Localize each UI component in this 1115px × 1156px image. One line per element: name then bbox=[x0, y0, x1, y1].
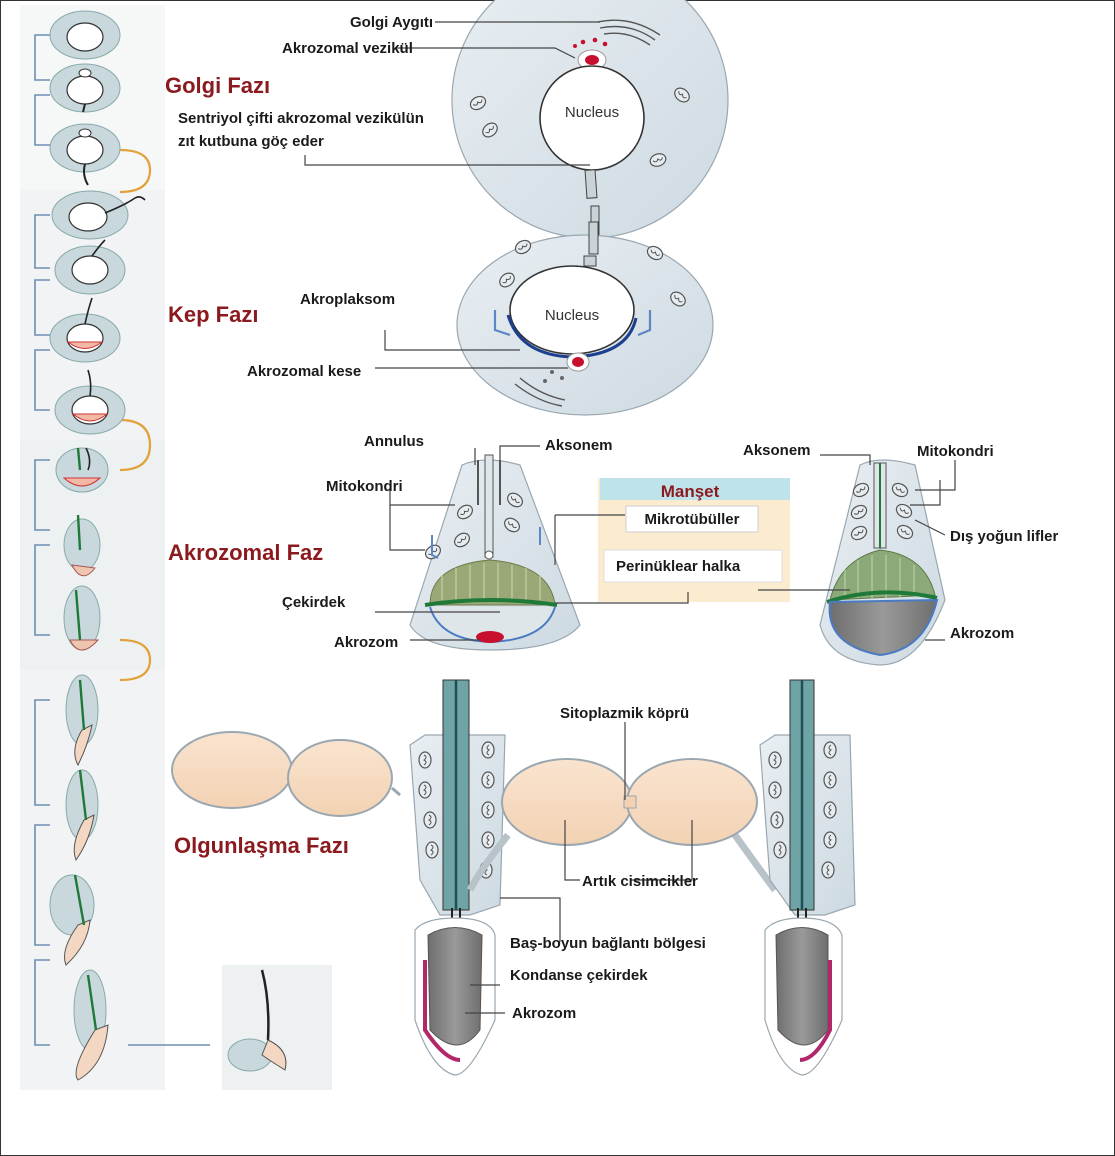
label-akrozom-mature: Akrozom bbox=[512, 1005, 576, 1022]
phase-title-akrozomal: Akrozomal Faz bbox=[168, 540, 323, 565]
label-aksonem-right: Aksonem bbox=[743, 442, 811, 459]
kep-phase-cell: Nucleus bbox=[457, 222, 713, 415]
olgunlasma-residual-left bbox=[172, 732, 400, 816]
label-aksonem-left: Aksonem bbox=[545, 437, 613, 454]
manset-box: Manşet Mikrotübüller Perinüklear halka bbox=[598, 478, 790, 602]
label-golgi-aygiti: Golgi Aygıtı bbox=[350, 14, 433, 31]
phase-title-kep: Kep Fazı bbox=[168, 302, 258, 327]
label-mitokondri-left: Mitokondri bbox=[326, 478, 403, 495]
phase-title-olgunlasma: Olgunlaşma Fazı bbox=[174, 833, 349, 858]
label-akrozomal-kese: Akrozomal kese bbox=[247, 363, 361, 380]
label-akrozom-right: Akrozom bbox=[950, 625, 1014, 642]
label-mitokondri-right: Mitokondri bbox=[917, 443, 994, 460]
label-artik-cisimcikler: Artık cisimcikler bbox=[582, 873, 698, 890]
label-cekirdek: Çekirdek bbox=[282, 594, 346, 611]
label-kondanse-cekirdek: Kondanse çekirdek bbox=[510, 967, 648, 984]
akrozomal-right-cell bbox=[820, 460, 945, 665]
golgi-nucleus-label: Nucleus bbox=[565, 104, 619, 121]
olgunlasma-sperm-right bbox=[760, 680, 855, 1075]
label-akrozom-left: Akrozom bbox=[334, 634, 398, 651]
olgunlasma-residual-center bbox=[470, 759, 775, 890]
phase-title-golgi: Golgi Fazı bbox=[165, 73, 270, 98]
label-akroplaksom: Akroplaksom bbox=[300, 291, 395, 308]
label-sitoplazmik-kopru: Sitoplazmik köprü bbox=[560, 705, 689, 722]
olgunlasma-sperm-left bbox=[410, 680, 505, 1075]
label-annulus: Annulus bbox=[364, 433, 424, 450]
golgi-phase-cell: Nucleus bbox=[452, 0, 728, 238]
perinuklear-label: Perinüklear halka bbox=[616, 558, 741, 575]
label-dis-yogun-lifler: Dış yoğun lifler bbox=[950, 528, 1059, 545]
label-bas-boyun: Baş-boyun bağlantı bölgesi bbox=[510, 935, 706, 952]
golgi-stage-cells bbox=[50, 11, 120, 185]
kep-nucleus-label: Nucleus bbox=[545, 307, 599, 324]
mikrotubuller-label: Mikrotübüller bbox=[644, 511, 739, 528]
label-akrozomal-vezikul: Akrozomal vezikül bbox=[282, 40, 413, 57]
akrozomal-stage-cells bbox=[56, 448, 108, 650]
label-sentriyol-line1: Sentriyol çifti akrozomal vezikülün bbox=[178, 110, 424, 127]
label-sentriyol-line2: zıt kutbuna göç eder bbox=[178, 133, 324, 150]
manset-title: Manşet bbox=[661, 482, 720, 501]
